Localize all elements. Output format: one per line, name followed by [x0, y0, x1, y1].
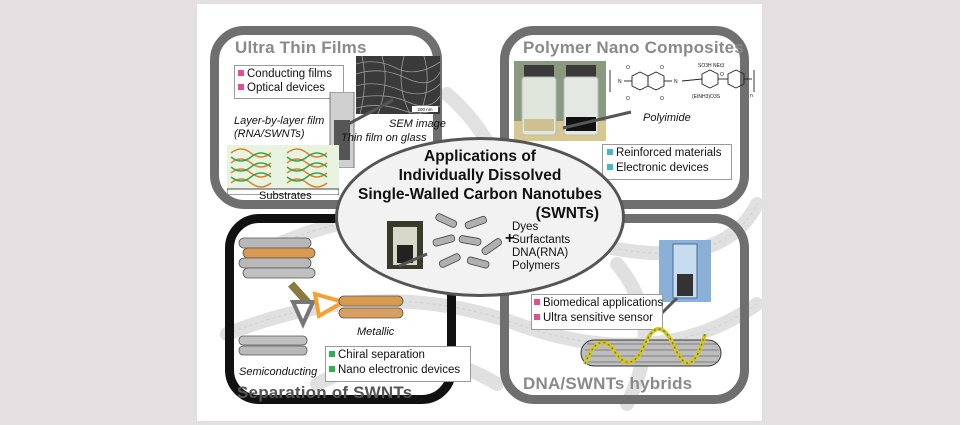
polymer-bullet-box [602, 144, 732, 180]
chem-o-label: O [626, 96, 630, 102]
bullet-nano-electronic-devices: Nano electronic devices [329, 364, 460, 376]
center-title: Applications of Individually Dissolved S… [325, 147, 635, 223]
bullet-reinforced-materials: Reinforced materials [607, 147, 721, 159]
chem-so3h-label: SO3H NEt3 [698, 63, 724, 69]
metallic-swnt-image [338, 295, 404, 319]
center-vial-photo [387, 221, 423, 269]
chem-n-subscript: n [750, 93, 753, 99]
cyan-bullet-icon [607, 149, 613, 155]
agent-polymers: Polymers [512, 260, 560, 272]
bullet-electronic-devices: Electronic devices [607, 162, 709, 174]
layer-label-line2: (RNA/SWNTs) [234, 128, 305, 140]
chem-o-label: O [660, 65, 664, 71]
cuvette-photo [659, 240, 711, 302]
green-bullet-icon [329, 351, 335, 357]
thin-film-glass-label: Thin film on glass [341, 132, 427, 144]
chem-nh3-label: (EtNH3)O3S [692, 94, 721, 100]
sem-image: 200 nm [356, 56, 440, 114]
semiconducting-swnt-image [238, 335, 308, 356]
layer-label-line1: Layer-by-layer film [234, 115, 325, 127]
panel-title-dna: DNA/SWNTs hybrids [523, 374, 693, 393]
agent-dna-rna: DNA(RNA) [512, 247, 569, 259]
bullet-biomedical: Biomedical applications [534, 297, 663, 309]
dispersed-nanotubes-icon [432, 213, 502, 269]
chem-o-label: O [720, 72, 724, 78]
bullet-conducting-films: Conducting films [238, 68, 332, 80]
sem-image-label: SEM image [389, 118, 446, 130]
center-title-line2: Individually Dissolved [398, 167, 562, 184]
bullet-ultra-sensitive-sensor: Ultra sensitive sensor [534, 312, 653, 324]
swnt-bundle-image [238, 237, 316, 279]
bullet-chiral-separation: Chiral separation [329, 349, 425, 361]
separation-arrows [288, 281, 345, 329]
metallic-label: Metallic [357, 326, 395, 338]
pointer-line-polymer [562, 110, 632, 130]
polyimide-structure-diagram: O O O O N N O SO3H NEt3 (EtNH3)O3S n [609, 63, 755, 102]
cyan-bullet-icon [607, 164, 613, 170]
panel-title-separation: Separation of SWNTs [237, 383, 413, 402]
panel-title-thin-films: Ultra Thin Films [235, 38, 367, 57]
scale-bar-label: 200 nm [417, 107, 432, 112]
pink-bullet-icon [534, 299, 540, 305]
panel-title-polymer: Polymer Nano Composites [523, 38, 744, 57]
agent-surfactants: Surfactants [512, 234, 571, 246]
dna-bullet-box [531, 294, 663, 330]
dispersant-list: Dyes Surfactants DNA(RNA) Polymers [512, 221, 570, 273]
dna-wrapped-nanotube-image [580, 327, 722, 367]
pointer-line-center [398, 252, 428, 268]
pink-bullet-icon [238, 84, 244, 90]
center-title-line4: (SWNTs) [535, 205, 599, 222]
chem-o-label: O [660, 96, 664, 102]
substrates-label: Substrates [259, 190, 312, 202]
center-title-line3: Single-Walled Carbon Nanotubes [358, 186, 602, 203]
layer-by-layer-film-icon [227, 145, 339, 195]
panel-polymer-nano-composites [500, 26, 749, 209]
pink-bullet-icon [534, 314, 540, 320]
panel-ultra-thin-films [210, 26, 442, 209]
plus-sign: + [505, 230, 515, 247]
figure-canvas: Ultra Thin Films Conducting films Optica… [197, 4, 762, 421]
separation-bullet-box [325, 346, 471, 382]
pink-bullet-icon [238, 70, 244, 76]
agent-dyes: Dyes [512, 221, 539, 233]
chem-n-label: N [618, 79, 622, 85]
thin-films-bullet-box [234, 65, 344, 99]
semiconducting-label: Semiconducting [239, 366, 318, 378]
chem-n-label: N [674, 79, 678, 85]
center-title-line1: Applications of [424, 148, 536, 165]
bullet-optical-devices: Optical devices [238, 82, 325, 94]
polyimide-label: Polyimide [643, 112, 691, 124]
pointer-line-sem [340, 98, 394, 130]
green-bullet-icon [329, 366, 335, 372]
chem-o-label: O [626, 65, 630, 71]
